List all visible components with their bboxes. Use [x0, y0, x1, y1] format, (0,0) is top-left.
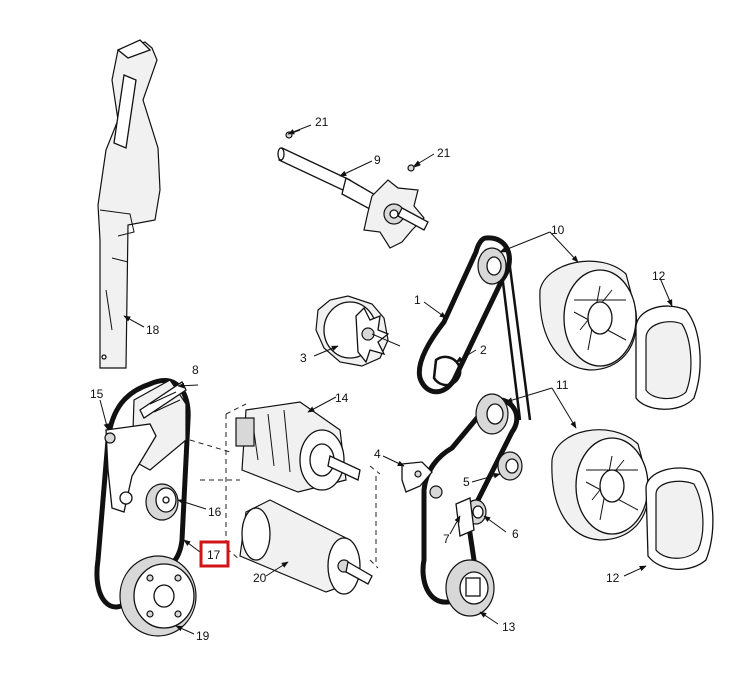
- inlet-ring-part-12a[interactable]: [635, 305, 701, 410]
- callout-3[interactable]: 3: [300, 351, 307, 365]
- callout-9[interactable]: 9: [374, 153, 381, 167]
- alternator-part-3[interactable]: [315, 295, 401, 367]
- blower-wheel-part-11[interactable]: [551, 429, 650, 541]
- leader-lines: [99, 124, 673, 635]
- callout-2[interactable]: 2: [480, 343, 487, 357]
- bracket-part-7[interactable]: [455, 497, 475, 537]
- callout-11[interactable]: 11: [556, 378, 569, 392]
- callout-15[interactable]: 15: [90, 387, 104, 401]
- callout-8[interactable]: 8: [192, 363, 199, 377]
- blower-wheel-part-10[interactable]: [539, 260, 638, 371]
- callout-7[interactable]: 7: [443, 532, 450, 546]
- pulley-part-5[interactable]: [497, 451, 523, 481]
- pulley-upper: [477, 247, 507, 285]
- pulley-small-left: [429, 485, 443, 499]
- assembly-guide-lines: [189, 403, 381, 569]
- callout-12b[interactable]: 12: [606, 571, 620, 585]
- callout-21b[interactable]: 21: [437, 146, 451, 160]
- belt-run-lines: [498, 251, 532, 421]
- callout-16[interactable]: 16: [208, 505, 222, 519]
- callout-19[interactable]: 19: [196, 629, 210, 643]
- callout-10[interactable]: 10: [551, 223, 565, 237]
- callout-13[interactable]: 13: [502, 620, 516, 634]
- callout-1[interactable]: 1: [414, 293, 421, 307]
- callout-14[interactable]: 14: [335, 391, 349, 405]
- bracket-part-18[interactable]: [97, 39, 161, 369]
- callout-labels: 21 9 21 10 12 1 2 3 11 14 4 5 6 7 12 13 …: [90, 115, 666, 643]
- callout-21a[interactable]: 21: [315, 115, 329, 129]
- inlet-ring-part-12b[interactable]: [645, 467, 714, 571]
- callout-12a[interactable]: 12: [652, 269, 666, 283]
- pulley-part-13[interactable]: [445, 559, 495, 617]
- callout-20[interactable]: 20: [253, 571, 267, 585]
- motor-part-14[interactable]: [235, 401, 361, 493]
- pulley-middle: [475, 393, 509, 435]
- shaft-part-9[interactable]: [277, 147, 429, 249]
- callout-17[interactable]: 17: [207, 548, 221, 562]
- callout-5[interactable]: 5: [463, 475, 470, 489]
- idler-pulley-part-16[interactable]: [145, 483, 179, 521]
- clip-part-4[interactable]: [401, 461, 433, 493]
- callout-4[interactable]: 4: [374, 447, 381, 461]
- callout-6[interactable]: 6: [512, 527, 519, 541]
- callout-18[interactable]: 18: [146, 323, 160, 337]
- belt-part-2[interactable]: [432, 355, 462, 387]
- highlighted-callout-17[interactable]: 17: [199, 540, 230, 568]
- pulley-part-19[interactable]: [119, 555, 197, 637]
- arm-part-15[interactable]: [104, 423, 157, 513]
- drum-part-20[interactable]: [239, 499, 373, 595]
